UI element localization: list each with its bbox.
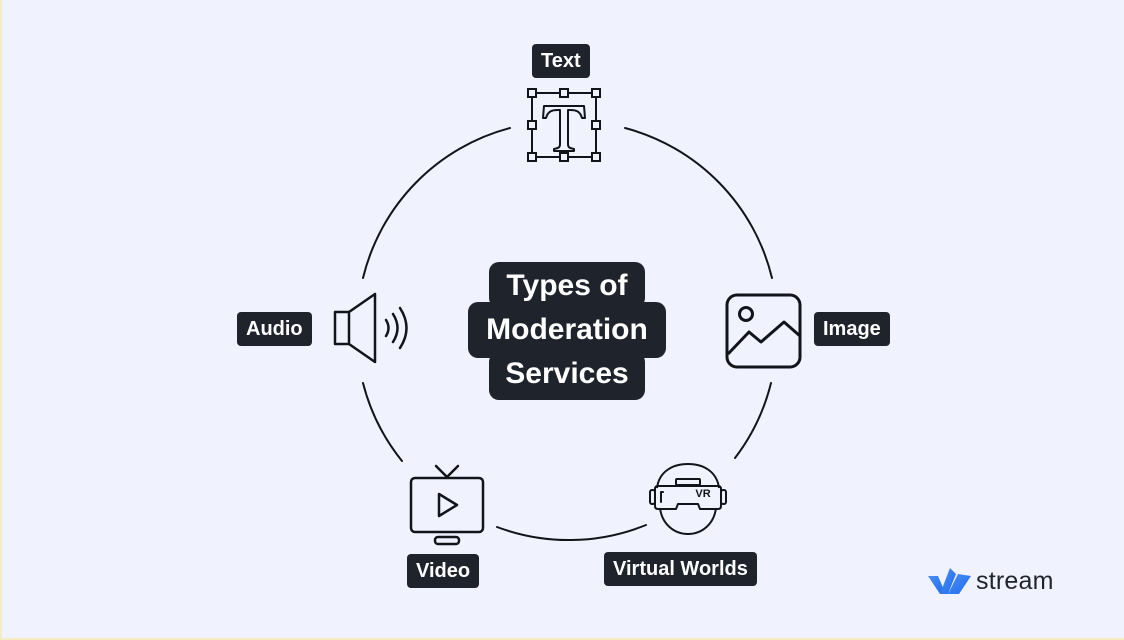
node-label-image: Image [814, 312, 890, 346]
node-label-video: Video [407, 554, 480, 588]
stream-logo-icon [928, 568, 971, 594]
left-edge-strip [0, 0, 2, 640]
svg-text:VR: VR [695, 488, 710, 500]
node-label-audio: Audio [237, 312, 312, 346]
arc-audio-to-text [362, 127, 511, 279]
vr-headset-icon: VR [649, 463, 727, 535]
brand-name: stream [976, 566, 1054, 595]
arc-video-to-audio [362, 382, 403, 462]
text-tool-icon [527, 88, 601, 162]
bottom-edge-strip [0, 638, 1124, 640]
center-title-line-3: Services [505, 357, 629, 390]
center-title: Types of Moderation Services [468, 264, 666, 396]
center-title-line-1: Types of [506, 269, 628, 302]
arc-vr-to-video [496, 524, 647, 542]
arc-image-to-vr [734, 382, 772, 459]
image-icon [725, 293, 802, 369]
speaker-icon [333, 292, 408, 364]
arc-text-to-image [624, 127, 773, 279]
center-title-line-2: Moderation [486, 313, 648, 346]
node-label-text: Text [532, 44, 590, 78]
stream-brand: stream [926, 566, 1054, 596]
center-title-background [468, 262, 666, 400]
node-label-virtual-worlds: Virtual Worlds [604, 552, 757, 586]
tv-play-icon [409, 464, 485, 546]
